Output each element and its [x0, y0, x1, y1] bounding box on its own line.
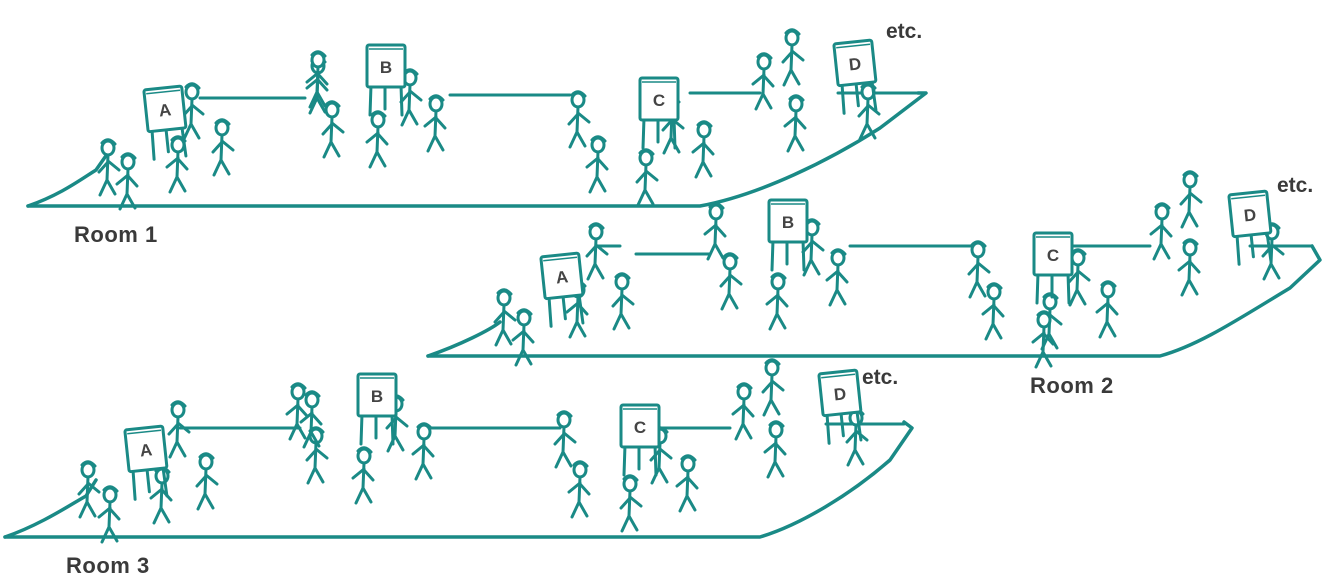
room-1-station-c-board: C: [638, 76, 680, 150]
room-3-station-d-board: D: [817, 368, 863, 445]
room-1-station-b-board: B: [365, 43, 407, 117]
room-1-label: Room 1: [74, 222, 158, 247]
room-3-floor-line: [3, 420, 914, 539]
room-3-person: [299, 390, 323, 449]
room-2: A B C D: [426, 170, 1322, 369]
room-2-person: [765, 272, 789, 331]
room-2-label: Room 2: [1030, 373, 1114, 398]
room-2-person: [1177, 238, 1201, 297]
room-2-station-d-board-letter: D: [1243, 205, 1257, 225]
room-3-person: [553, 410, 577, 469]
room-3-station-d-board-letter: D: [833, 384, 847, 404]
room-1-person: [567, 90, 591, 149]
room-2-person: [1179, 170, 1203, 229]
room-3-person: [567, 460, 591, 519]
room-2-person: [585, 222, 609, 281]
room-1-person: [321, 100, 345, 159]
room-3: A B C D: [3, 358, 914, 544]
room-2-person: [511, 308, 535, 367]
room-1-station-b-board-letter: B: [380, 58, 392, 77]
room-2-person: [1149, 202, 1173, 261]
room-3-station-a-board-letter: A: [139, 440, 153, 460]
room-3-person: [195, 452, 219, 511]
room-1-person: [783, 94, 807, 153]
room-1-station-d-board-letter: D: [848, 54, 862, 74]
room-1-person: [781, 28, 805, 87]
room-2-station-c-board-letter: C: [1047, 246, 1059, 265]
room-3-wall-line: [3, 478, 98, 539]
room-1-person: [423, 94, 447, 153]
room-1-station-c-board-letter: C: [653, 91, 665, 110]
room-2-station-a-board: A: [539, 251, 585, 328]
room-3-person: [351, 446, 375, 505]
room-1-person: [365, 110, 389, 169]
room-2-person: [703, 202, 727, 261]
room-3-person: [77, 460, 101, 519]
room-1-person: [211, 118, 235, 177]
room-2-person: [493, 288, 517, 347]
room-3-station-c-board-letter: C: [634, 418, 646, 437]
room-1-station-a-board: A: [142, 84, 188, 161]
room-2-person: [1031, 310, 1055, 369]
room-2-station-b-board-letter: B: [782, 213, 794, 232]
room-2-person: [1095, 280, 1119, 339]
room-1-person: [115, 152, 139, 211]
room-1-person: [585, 135, 609, 194]
room-1-person: [97, 138, 121, 197]
room-1-person: [165, 135, 189, 194]
room-2-station-b-board: B: [767, 198, 809, 272]
room-1-person: [691, 120, 715, 179]
room-3-person: [675, 454, 699, 513]
room-2-station-c-board: C: [1032, 231, 1074, 305]
room-1-person: [399, 68, 423, 127]
room-3-station-a-board: A: [123, 424, 169, 501]
room-3-person: [167, 400, 191, 459]
room-1: A B C D: [26, 28, 928, 211]
room-3-person: [285, 382, 309, 441]
room-3-station-c-board: C: [619, 403, 661, 477]
room-1-person: [635, 148, 659, 207]
room-2-person: [719, 252, 743, 311]
room-1-person: [181, 82, 205, 141]
room-3-person: [411, 422, 435, 481]
room-3-person: [97, 485, 121, 544]
room-1-station-a-board-letter: A: [158, 100, 172, 120]
room-1-person: [751, 52, 775, 111]
room-2-person: [611, 272, 635, 331]
room-3-person: [731, 382, 755, 441]
room-2-floor-line: [426, 244, 1322, 358]
room-3-station-b-board: B: [356, 372, 398, 446]
room-3-label: Room 3: [66, 553, 150, 578]
room-3-person: [761, 358, 785, 417]
room-1-person: [857, 82, 881, 141]
room-2-person: [967, 240, 991, 299]
room-3-person: [763, 420, 787, 479]
room-2-station-d-board: D: [1227, 189, 1273, 266]
room-1-person: [305, 50, 329, 109]
room-2-etc: etc.: [1277, 174, 1314, 197]
room-2-person: [801, 218, 825, 277]
room-2-station-a-board-letter: A: [555, 267, 569, 287]
room-3-station-b-board-letter: B: [371, 387, 383, 406]
room-2-person: [981, 282, 1005, 341]
room-2-wall-line: [426, 320, 502, 358]
room-3-etc: etc.: [862, 366, 899, 389]
room-1-station-d-board: D: [832, 38, 878, 115]
room-1-etc: etc.: [886, 20, 923, 43]
room-2-person: [825, 248, 849, 307]
room-1-wall-line: [26, 148, 112, 208]
room-3-person: [619, 474, 643, 533]
